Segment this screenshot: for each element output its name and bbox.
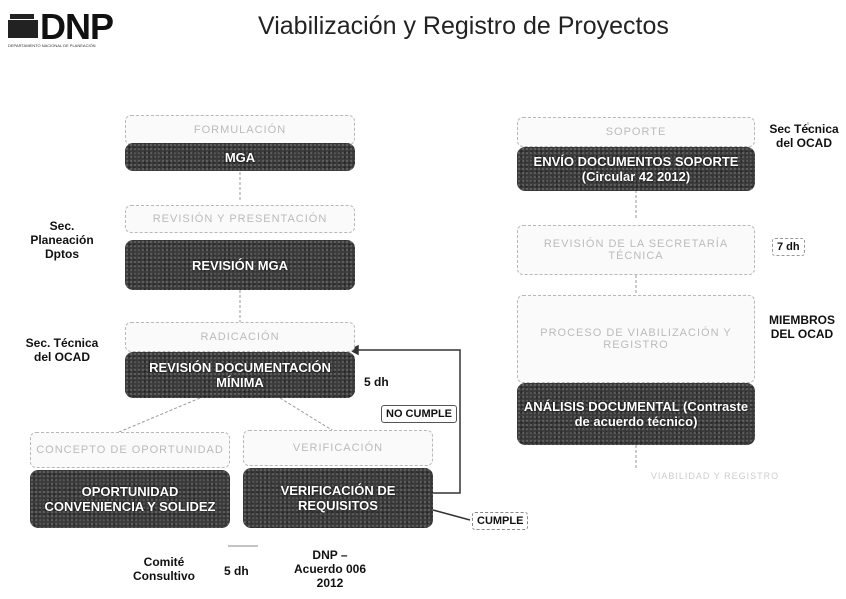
decision-cumple: CUMPLE (472, 512, 529, 530)
box-envio-documentos-soporte[interactable]: ENVÍO DOCUMENTOS SOPORTE (Circular 42 20… (517, 147, 755, 191)
dnp-logo-text: DNP (40, 6, 114, 47)
actor-sec-planeacion: Sec. Planeación Dptos (30, 219, 94, 261)
ghost-box-revision-presentacion: REVISIÓN Y PRESENTACIÓN (125, 205, 355, 233)
ghost-note-viabilidad: VIABILIDAD Y REGISTRO (650, 471, 780, 481)
dnp-logo-icon (8, 14, 38, 38)
timing-5dh-bottom: 5 dh (224, 564, 249, 578)
timing-7dh: 7 dh (772, 238, 805, 256)
ghost-box-miembros-proceso: PROCESO DE VIABILIZACIÓN Y REGISTRO (517, 295, 755, 383)
box-revision-mga[interactable]: REVISIÓN MGA (125, 240, 355, 290)
ghost-box-verificacion: VERIFICACIÓN (243, 430, 433, 466)
actor-miembros-ocad: MIEMBROS DEL OCAD (769, 313, 835, 341)
actor-sec-tecnica-right: Sec Técnica del OCAD (769, 122, 839, 150)
dnp-logo-tagline: DEPARTAMENTO NACIONAL DE PLANEACIÓN (8, 43, 96, 48)
ghost-box-radicacion: RADICACIÓN (125, 322, 355, 352)
actor-comite-consultivo: Comité Consultivo (133, 555, 195, 583)
box-verificacion-requisitos[interactable]: VERIFICACIÓN DE REQUISITOS (243, 468, 433, 528)
actor-sec-tecnica-left: Sec. Técnica del OCAD (25, 336, 99, 364)
ghost-box-concepto: CONCEPTO DE OPORTUNIDAD (30, 432, 230, 468)
box-analisis-documental[interactable]: ANÁLISIS DOCUMENTAL (Contraste de acuerd… (517, 383, 755, 445)
box-revision-documentacion-minima[interactable]: REVISIÓN DOCUMENTACIÓN MÍNIMA (125, 352, 355, 398)
actor-dnp-acuerdo: DNP – Acuerdo 006 2012 (293, 548, 367, 590)
dnp-logo: DNP DEPARTAMENTO NACIONAL DE PLANEACIÓN (8, 6, 148, 48)
ghost-box-revision-ocad: REVISIÓN DE LA SECRETARÍA TÉCNICA (517, 225, 755, 275)
decision-no-cumple: NO CUMPLE (381, 405, 457, 423)
ghost-box-formulacion: FORMULACIÓN (125, 115, 355, 145)
ghost-box-soporte: SOPORTE (517, 117, 755, 147)
timing-5dh-review: 5 dh (364, 375, 389, 389)
page-title: Viabilización y Registro de Proyectos (258, 12, 669, 40)
box-mga[interactable]: MGA (125, 143, 355, 171)
box-oportunidad-conveniencia-solidez[interactable]: OPORTUNIDAD CONVENIENCIA Y SOLIDEZ (30, 470, 230, 528)
